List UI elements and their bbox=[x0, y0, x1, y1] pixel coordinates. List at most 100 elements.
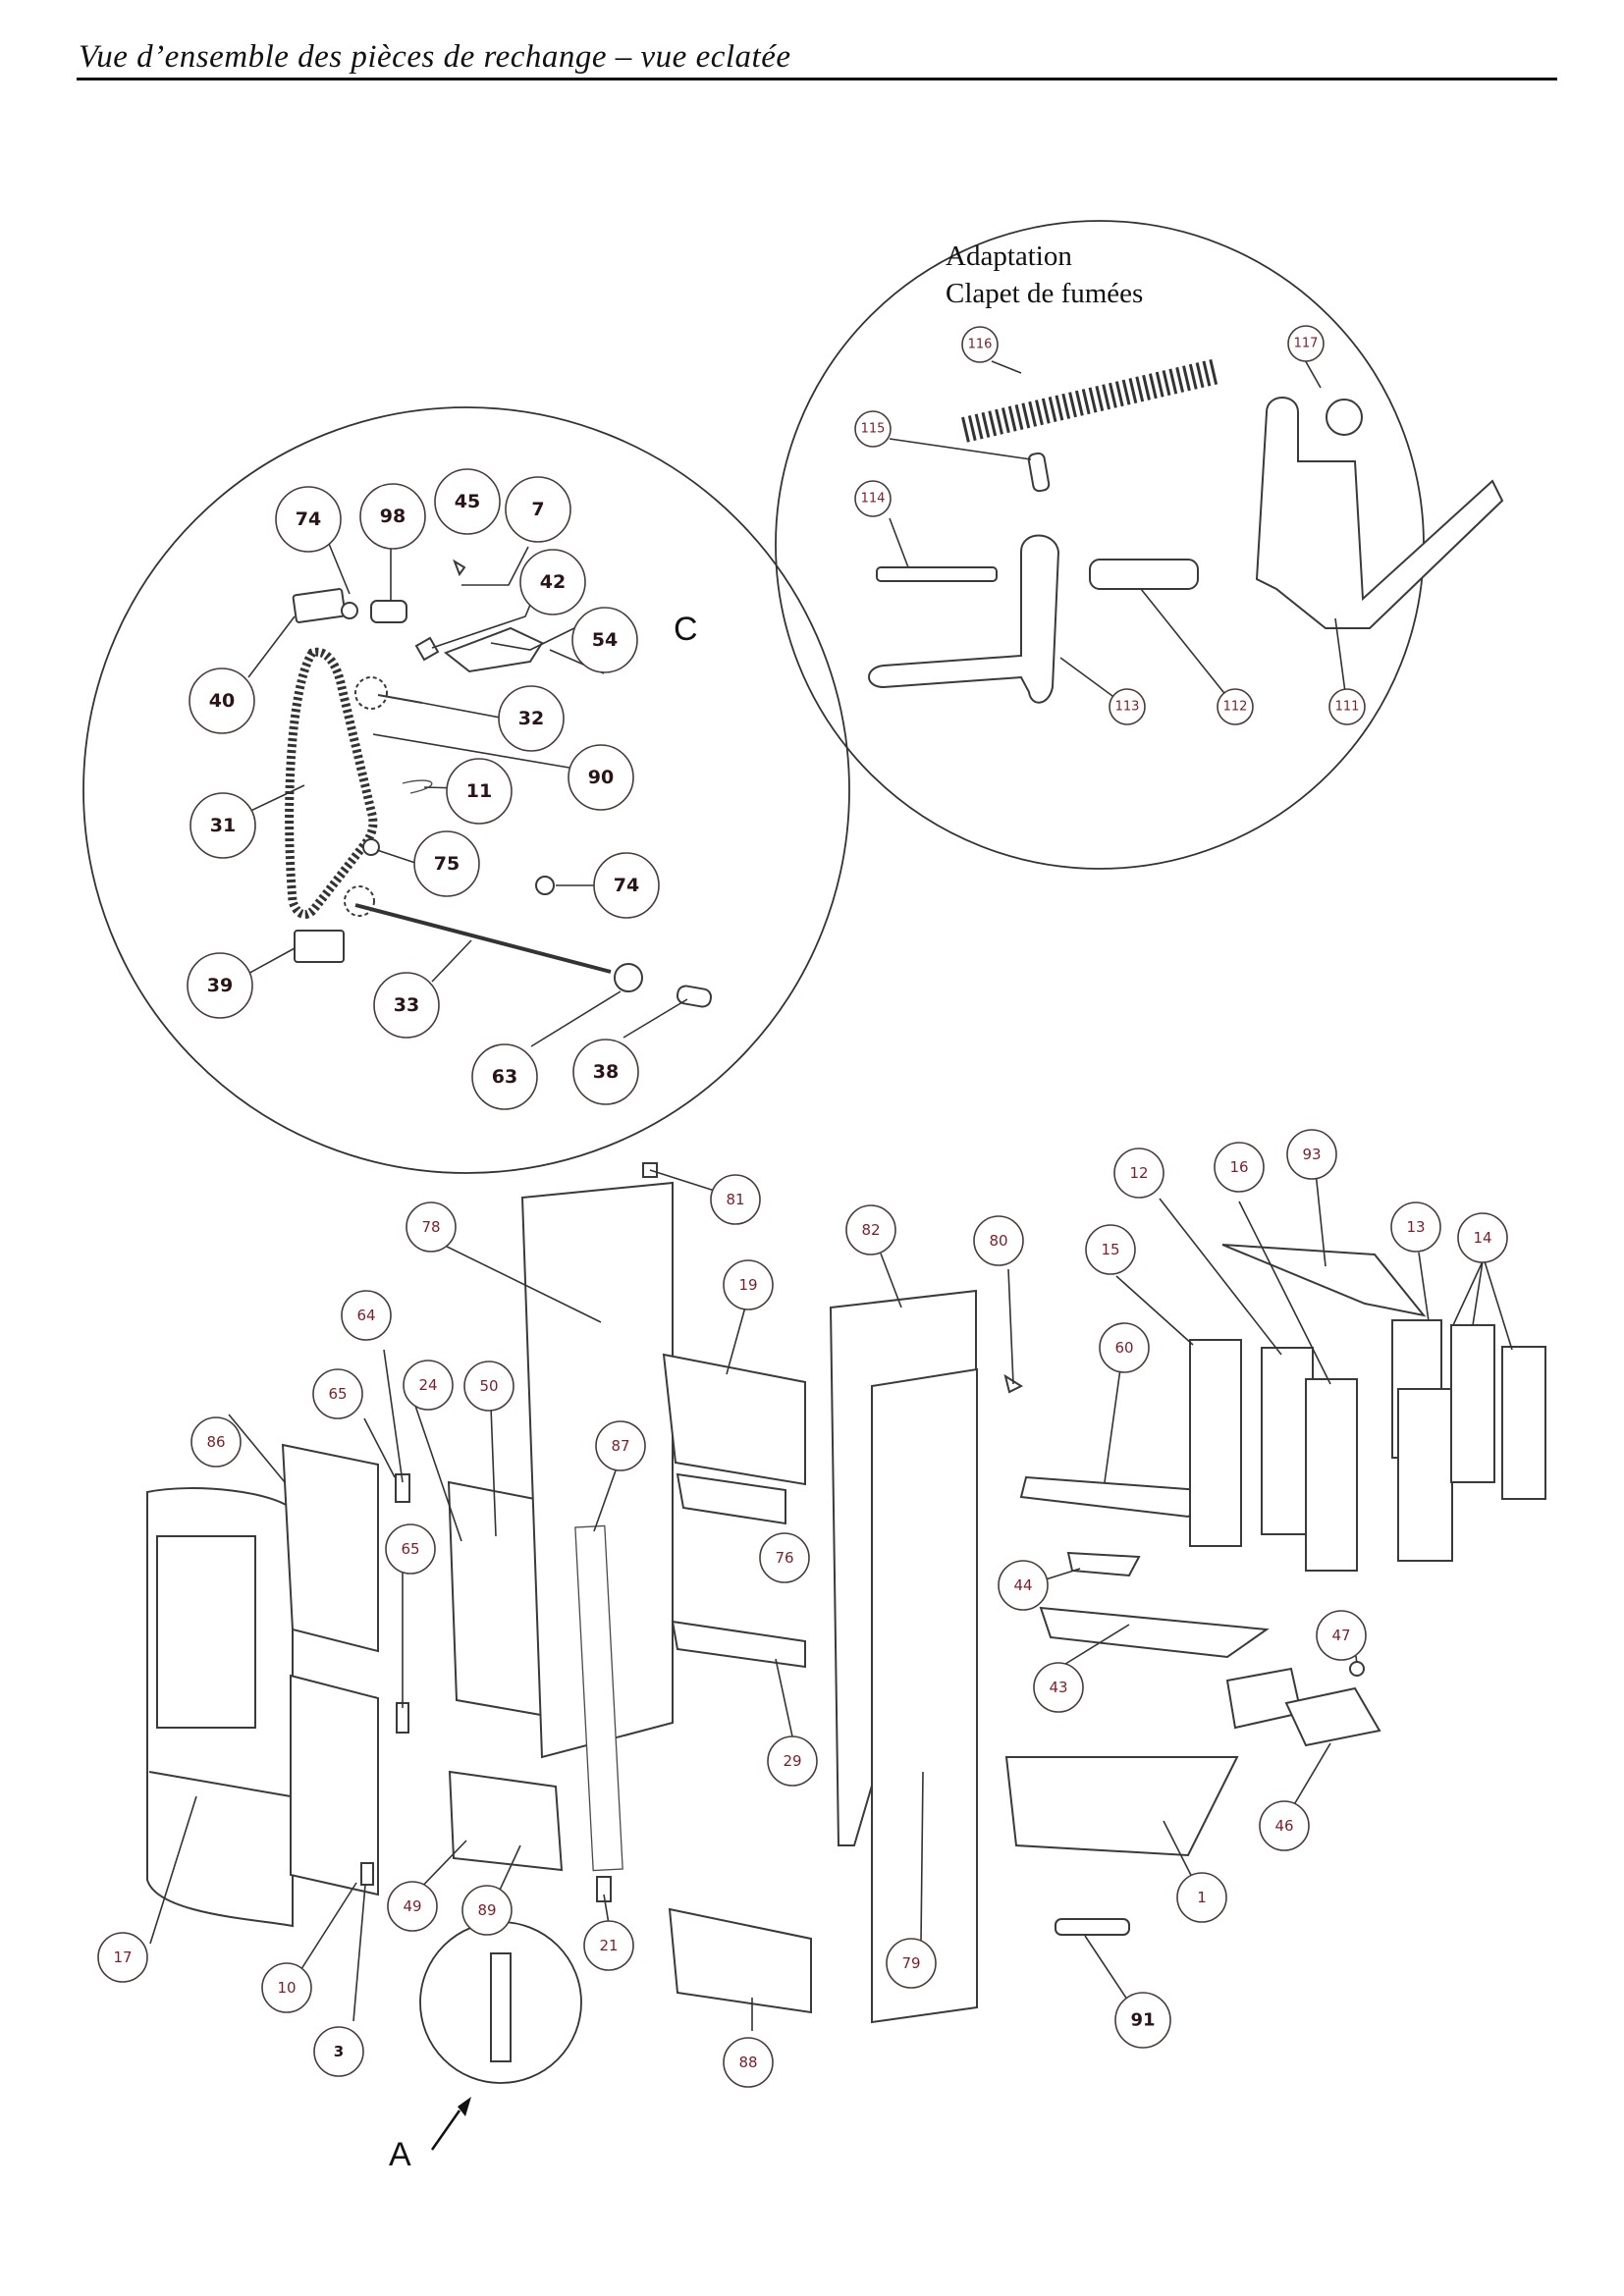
callout-label: 74 bbox=[296, 508, 321, 530]
front-window bbox=[156, 1535, 256, 1729]
callout-label: 24 bbox=[418, 1376, 437, 1394]
brick-15 bbox=[1189, 1339, 1242, 1547]
callout-circle bbox=[313, 2026, 364, 2077]
callout-circle bbox=[403, 1360, 454, 1411]
bracket-111 bbox=[1255, 397, 1504, 629]
callout-circle bbox=[498, 685, 565, 752]
detail-c-callout-90: 90 bbox=[568, 744, 634, 811]
main-callout-78: 78 bbox=[406, 1201, 457, 1253]
lever-113 bbox=[868, 534, 1060, 704]
brick-13-front bbox=[1397, 1388, 1453, 1562]
callout-circle bbox=[723, 1259, 774, 1310]
callout-label: 114 bbox=[861, 492, 886, 507]
main-callout-43: 43 bbox=[1033, 1662, 1084, 1713]
callout-circle bbox=[373, 972, 440, 1039]
detail-a-letter: A bbox=[389, 2136, 411, 2173]
main-callout-17: 17 bbox=[97, 1932, 148, 1983]
bushing-top bbox=[341, 602, 358, 619]
callout-circle bbox=[505, 476, 571, 543]
callout-circle bbox=[767, 1735, 818, 1787]
callout-circle bbox=[1033, 1662, 1084, 1713]
callout-circle bbox=[1114, 1992, 1171, 2049]
panel-88 bbox=[668, 1907, 812, 2014]
adaptation-callout-113: 113 bbox=[1109, 688, 1146, 725]
callout-label: 17 bbox=[113, 1949, 132, 1966]
baffle-93 bbox=[1221, 1244, 1427, 1317]
detail-c-callout-38: 38 bbox=[572, 1039, 639, 1105]
callout-label: 117 bbox=[1294, 337, 1319, 351]
main-callout-60: 60 bbox=[1099, 1322, 1150, 1373]
main-callout-93: 93 bbox=[1286, 1129, 1337, 1180]
main-callout-15: 15 bbox=[1085, 1224, 1136, 1275]
adaptation-callout-111: 111 bbox=[1328, 688, 1366, 725]
detail-adaptation: Adaptation Clapet de fumées bbox=[775, 220, 1504, 870]
detail-c-callout-75: 75 bbox=[413, 830, 480, 897]
detail-a-part bbox=[490, 1952, 512, 2062]
callout-label: 113 bbox=[1115, 700, 1140, 715]
callout-circle bbox=[595, 1420, 646, 1471]
brick-16 bbox=[1305, 1378, 1358, 1572]
callout-label: 14 bbox=[1473, 1229, 1491, 1247]
callout-label: 13 bbox=[1406, 1218, 1425, 1236]
callout-circle bbox=[1286, 1129, 1337, 1180]
callout-circle bbox=[413, 830, 480, 897]
callout-label: 29 bbox=[783, 1752, 801, 1770]
callout-circle bbox=[593, 852, 660, 919]
callout-circle bbox=[710, 1174, 761, 1225]
panel-10 bbox=[290, 1674, 379, 1896]
plate-44 bbox=[1066, 1551, 1141, 1577]
hinge-65-upper bbox=[395, 1473, 410, 1503]
adaptation-callout-116: 116 bbox=[961, 326, 999, 363]
main-callout-19: 19 bbox=[723, 1259, 774, 1310]
callout-label: 91 bbox=[1130, 2010, 1155, 2031]
callout-label: 44 bbox=[1013, 1576, 1032, 1594]
callout-label: 86 bbox=[206, 1433, 225, 1451]
callout-circle bbox=[471, 1043, 538, 1110]
callout-label: 98 bbox=[380, 506, 406, 527]
detail-c-callout-98: 98 bbox=[359, 483, 426, 550]
main-callout-65: 65 bbox=[385, 1523, 436, 1575]
adaptation-callout-112: 112 bbox=[1217, 688, 1254, 725]
callout-label: 7 bbox=[531, 499, 544, 520]
callout-circle bbox=[1099, 1322, 1150, 1373]
callout-label: 54 bbox=[592, 629, 618, 651]
callout-circle bbox=[446, 758, 513, 825]
callout-label: 46 bbox=[1274, 1817, 1293, 1835]
callout-circle bbox=[1217, 688, 1254, 725]
callout-circle bbox=[189, 667, 255, 734]
nut-74 bbox=[535, 876, 555, 895]
screw-47 bbox=[1349, 1661, 1365, 1677]
sprocket-bottom bbox=[344, 885, 375, 917]
callout-label: 115 bbox=[861, 422, 886, 437]
callout-label: 12 bbox=[1129, 1164, 1148, 1182]
main-callout-13: 13 bbox=[1390, 1201, 1441, 1253]
damper-plate-54 bbox=[443, 626, 544, 673]
detail-c-callout-32: 32 bbox=[498, 685, 565, 752]
callout-label: 88 bbox=[738, 2054, 757, 2071]
callout-circle bbox=[261, 1962, 312, 2013]
main-callout-65: 65 bbox=[312, 1368, 363, 1419]
callout-circle bbox=[1113, 1148, 1164, 1199]
main-callout-47: 47 bbox=[1316, 1610, 1367, 1661]
detail-c-callout-39: 39 bbox=[187, 952, 253, 1019]
main-callout-88: 88 bbox=[723, 2037, 774, 2088]
ring-75 bbox=[362, 838, 380, 856]
center-panel-78 bbox=[520, 1181, 674, 1759]
callout-label: 33 bbox=[394, 994, 419, 1016]
pin-45 bbox=[453, 559, 466, 577]
main-callout-81: 81 bbox=[710, 1174, 761, 1225]
callout-circle bbox=[998, 1560, 1049, 1611]
title-rule bbox=[77, 78, 1557, 80]
main-callout-87: 87 bbox=[595, 1420, 646, 1471]
callout-label: 42 bbox=[540, 571, 566, 593]
callout-circle bbox=[341, 1290, 392, 1341]
callout-label: 111 bbox=[1335, 700, 1360, 715]
detail-c-callout-42: 42 bbox=[519, 549, 586, 615]
callout-circle bbox=[1109, 688, 1146, 725]
plate-46a bbox=[1225, 1667, 1303, 1730]
detail-c-callout-11: 11 bbox=[446, 758, 513, 825]
main-callout-16: 16 bbox=[1214, 1142, 1265, 1193]
detail-adaptation-heading-line1: Adaptation bbox=[946, 240, 1072, 272]
callout-circle bbox=[961, 326, 999, 363]
